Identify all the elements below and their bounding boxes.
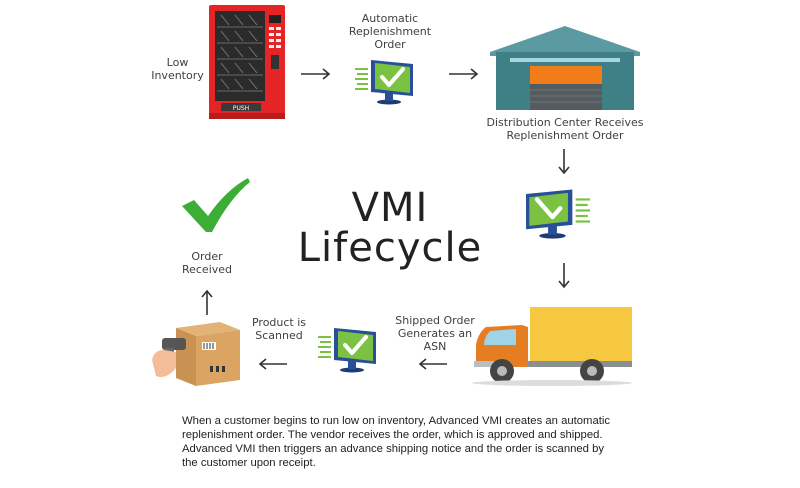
arrow-left-icon <box>418 358 447 370</box>
arrow-right-icon <box>301 68 331 80</box>
shipped-order-label: Shipped Order Generates an ASN <box>395 314 475 353</box>
title-line1: VMI <box>351 185 429 231</box>
vending-push-label: PUSH <box>233 105 249 112</box>
caption-line: Advanced VMI then triggers an advance sh… <box>182 443 605 455</box>
checkmark-icon <box>182 178 250 232</box>
title-line2: Lifecycle <box>297 225 483 271</box>
low-inventory-label: Low Inventory <box>151 56 204 82</box>
arrow-up-icon <box>201 289 213 315</box>
dc-receives-label: Distribution Center Receives Replenishme… <box>486 116 644 142</box>
box-scanner-icon <box>152 322 240 386</box>
caption-text: When a customer begins to run low on inv… <box>182 414 632 470</box>
monitor-check-icon <box>318 326 378 375</box>
order-received-label: Order Received <box>181 250 233 276</box>
warehouse-icon <box>490 26 640 110</box>
auto-order-label: Automatic Replenishment Order <box>348 12 432 51</box>
monitor-check-icon <box>515 186 590 246</box>
arrow-down-icon <box>558 263 570 289</box>
product-scanned-label: Product is Scanned <box>251 316 307 342</box>
monitor-check-icon <box>355 58 415 107</box>
vending-machine-icon: PUSH <box>209 5 285 119</box>
delivery-truck-icon <box>472 307 632 386</box>
caption-line: replenishment order. The vendor receives… <box>182 429 603 441</box>
caption-line: the customer upon receipt. <box>182 457 316 469</box>
arrow-left-icon <box>258 358 287 370</box>
arrow-right-icon <box>449 68 479 80</box>
caption-line: When a customer begins to run low on inv… <box>182 415 611 427</box>
arrow-down-icon <box>558 149 570 175</box>
